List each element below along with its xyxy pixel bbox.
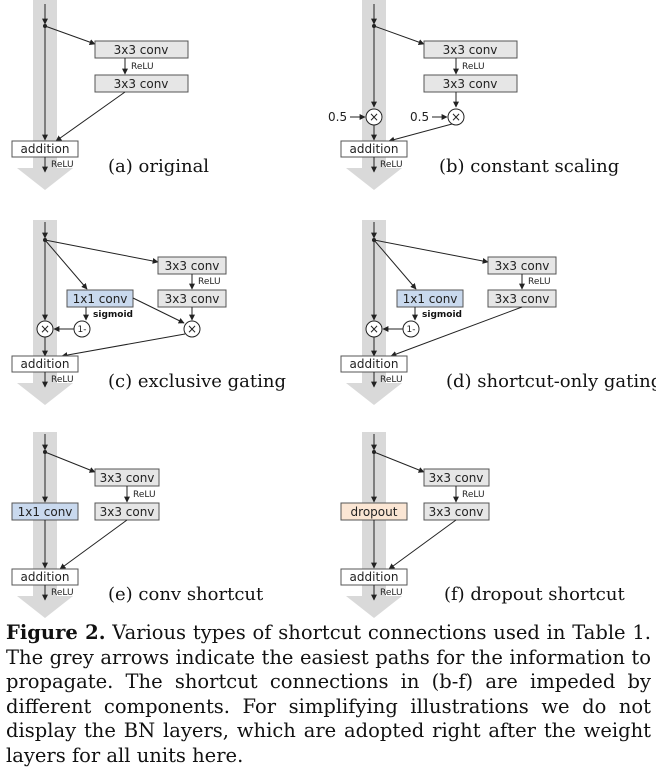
conv3-box-2: [423, 74, 518, 93]
conv3-label: 3x3 conv: [495, 259, 550, 273]
addition-label: addition: [350, 142, 399, 156]
relu-label: ReLU: [131, 62, 154, 72]
conv3-box-2: [94, 74, 189, 93]
conv3-label: 3x3 conv: [114, 43, 169, 57]
relu-label: ReLU: [380, 588, 403, 598]
multiply-symbol: ×: [451, 110, 461, 124]
relu-label: ReLU: [198, 277, 221, 287]
figure-caption: Figure 2. Various types of shortcut conn…: [6, 621, 651, 768]
conv3-box-1: [423, 40, 518, 59]
conv3-label: 3x3 conv: [443, 77, 498, 91]
panel-b: 3x3 conv ReLU 3x3 conv × × 0.5 0.5 addit…: [328, 0, 619, 190]
multiply-symbol: ×: [187, 322, 197, 336]
conv3-label: 3x3 conv: [165, 259, 220, 273]
conv3-box-2: [423, 502, 490, 521]
panel-b-caption: (b) constant scaling: [439, 156, 619, 177]
panel-e-caption: (e) conv shortcut: [108, 584, 264, 605]
one-minus-label: 1-: [407, 325, 416, 335]
panel-f-caption: (f) dropout shortcut: [444, 584, 625, 605]
conv3-label: 3x3 conv: [165, 292, 220, 306]
relu-label: ReLU: [462, 62, 485, 72]
shortcut-diagram: 3x3 conv ReLU 3x3 conv addition ReLU (a)…: [11, 0, 656, 618]
scale-label: 0.5: [328, 110, 347, 124]
multiply-node: [183, 320, 201, 338]
conv3-label: 3x3 conv: [100, 471, 155, 485]
multiply-node: [447, 108, 465, 126]
conv1-label: 1x1 conv: [18, 505, 73, 519]
conv3-box-1: [94, 40, 189, 59]
panel-a: 3x3 conv ReLU 3x3 conv addition ReLU (a)…: [11, 0, 209, 190]
multiply-symbol: ×: [40, 322, 50, 336]
conv3-label: 3x3 conv: [100, 505, 155, 519]
conv3-label: 3x3 conv: [443, 43, 498, 57]
figure-caption-text: Various types of shortcut connections us…: [6, 621, 651, 767]
one-minus-label: 1-: [78, 325, 87, 335]
conv1-box: [396, 289, 464, 308]
relu-label: ReLU: [51, 588, 74, 598]
relu-label: ReLU: [51, 160, 74, 170]
figure-label: Figure 2.: [6, 621, 106, 644]
sigmoid-label: sigmoid: [93, 310, 133, 320]
conv3-label: 3x3 conv: [114, 77, 169, 91]
addition-label: addition: [350, 357, 399, 371]
addition-label: addition: [350, 570, 399, 584]
scale-label: 0.5: [410, 110, 429, 124]
multiply-symbol: ×: [369, 110, 379, 124]
panel-e: 3x3 conv ReLU 3x3 conv 1x1 conv addition…: [11, 432, 264, 618]
panel-a-caption: (a) original: [108, 156, 209, 177]
panel-c: 3x3 conv ReLU 3x3 conv 1x1 conv sigmoid …: [11, 220, 286, 405]
relu-label: ReLU: [528, 277, 551, 287]
relu-label: ReLU: [380, 160, 403, 170]
conv1-label: 1x1 conv: [403, 292, 458, 306]
relu-label: ReLU: [133, 490, 156, 500]
addition-label: addition: [21, 142, 70, 156]
panel-d: 3x3 conv ReLU 3x3 conv 1x1 conv sigmoid …: [340, 220, 656, 405]
conv3-label: 3x3 conv: [429, 471, 484, 485]
conv3-label: 3x3 conv: [429, 505, 484, 519]
conv1-label: 1x1 conv: [73, 292, 128, 306]
sigmoid-label: sigmoid: [422, 310, 462, 320]
multiply-symbol: ×: [369, 322, 379, 336]
relu-label: ReLU: [51, 375, 74, 385]
addition-label: addition: [21, 570, 70, 584]
panel-d-caption: (d) shortcut-only gating: [446, 371, 656, 392]
addition-label: addition: [21, 357, 70, 371]
relu-label: ReLU: [462, 490, 485, 500]
dropout-label: dropout: [351, 505, 398, 519]
conv3-label: 3x3 conv: [495, 292, 550, 306]
panel-c-caption: (c) exclusive gating: [108, 371, 286, 392]
relu-label: ReLU: [380, 375, 403, 385]
panel-f: 3x3 conv ReLU 3x3 conv dropout addition …: [340, 432, 625, 618]
